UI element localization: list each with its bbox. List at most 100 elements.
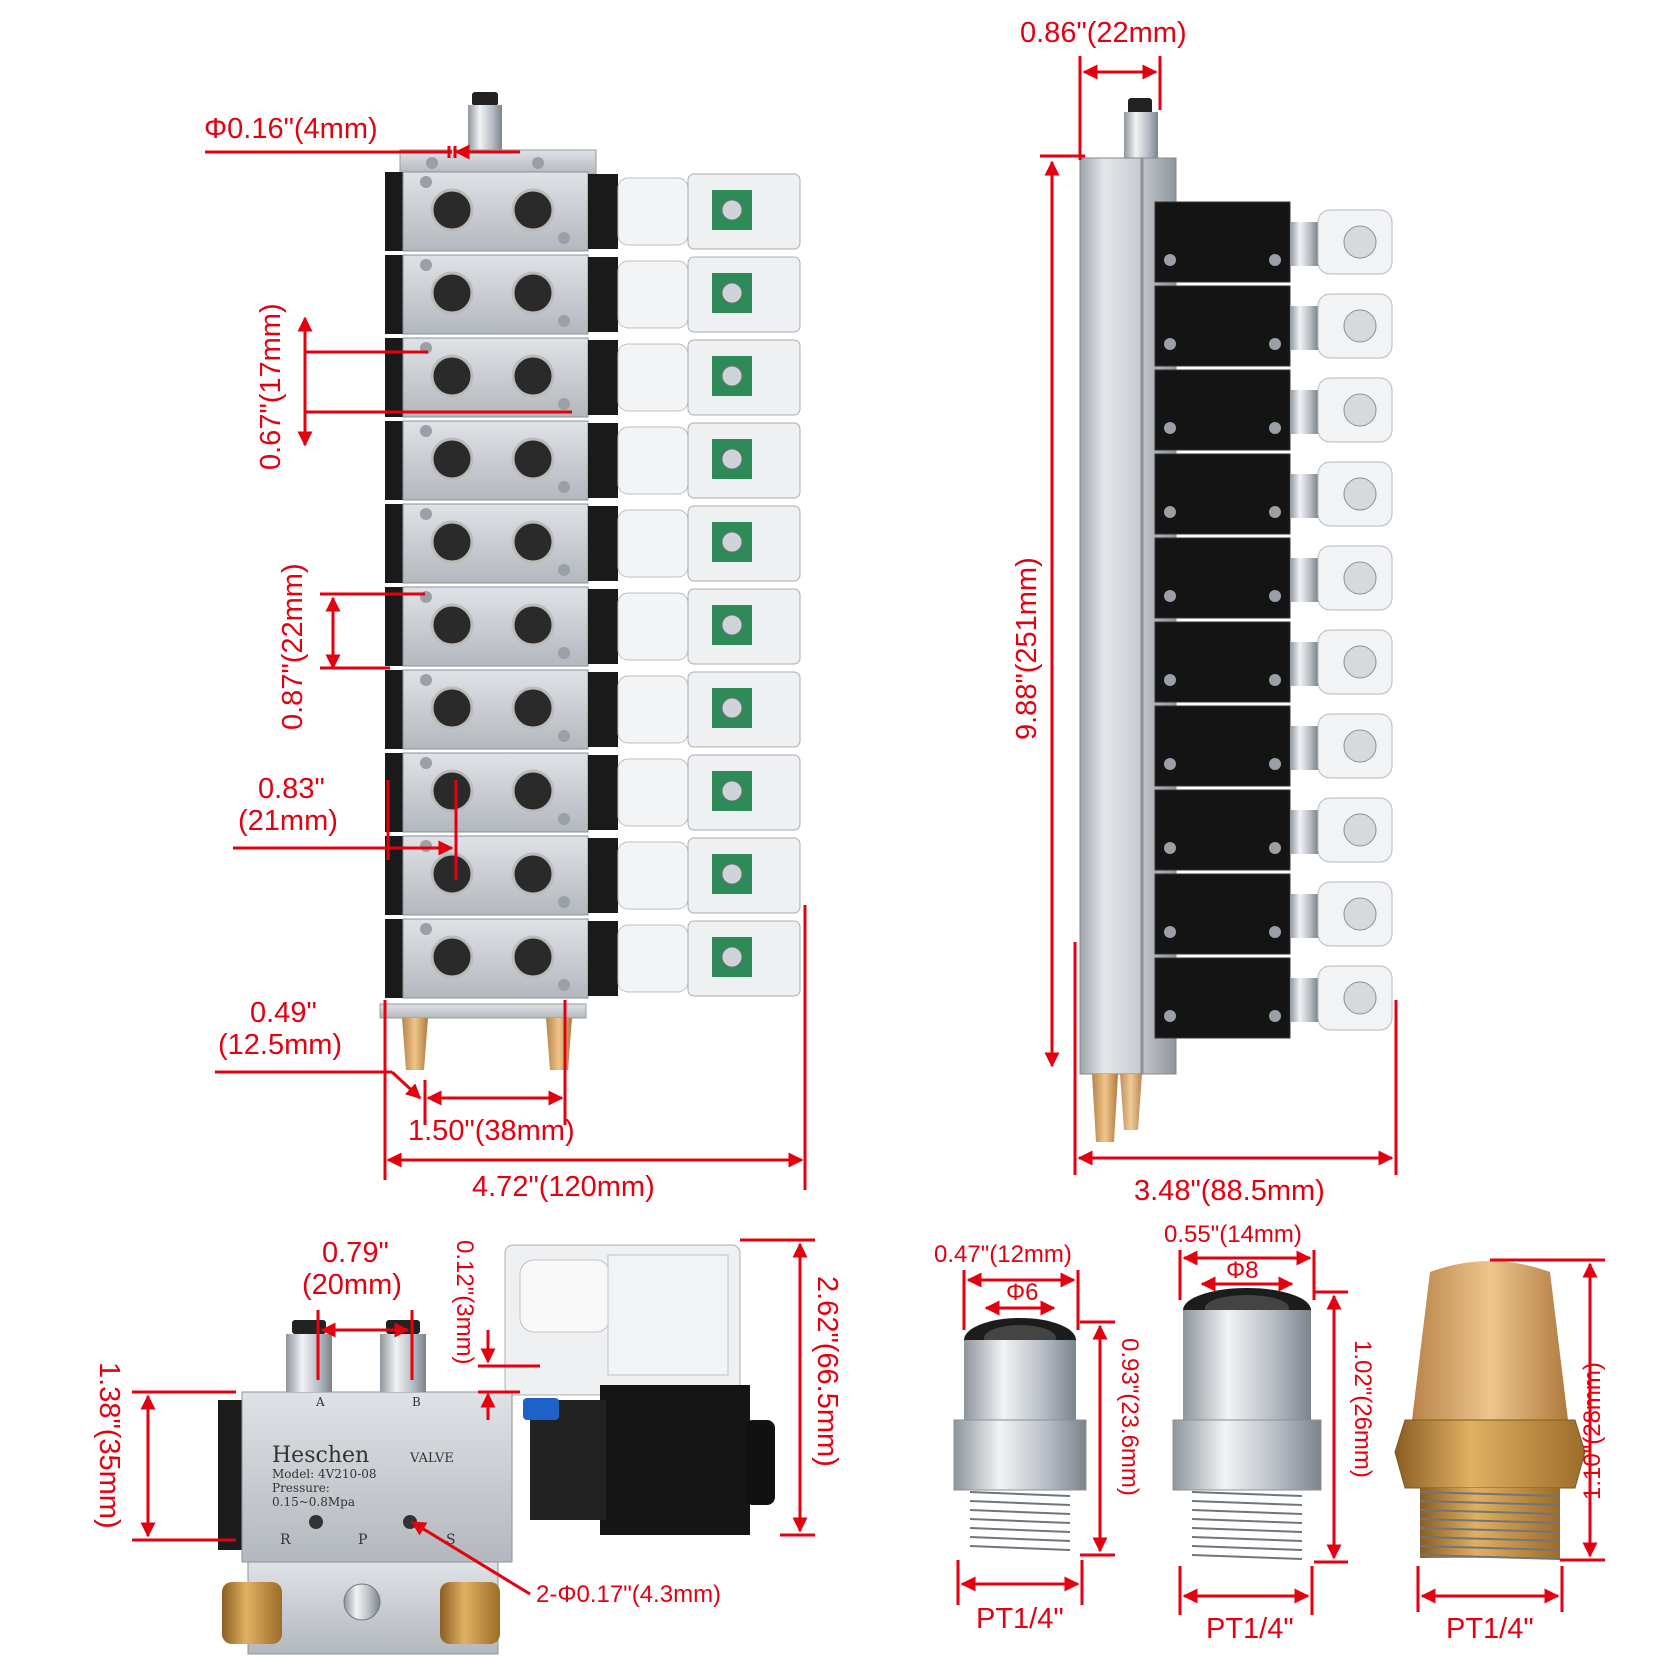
coil — [1154, 285, 1291, 367]
fitting — [1290, 474, 1318, 518]
port — [430, 354, 474, 398]
screw — [558, 398, 570, 410]
dim-muffler-thread: PT1/4" — [1446, 1613, 1534, 1645]
muffler: 1.10"(28mm) PT1/4" — [1394, 1258, 1606, 1645]
dim-valve-height: 0.87"(22mm) — [277, 563, 309, 730]
port — [430, 852, 474, 896]
connector — [617, 592, 689, 661]
fitting — [1290, 894, 1318, 938]
side-valve-stack — [1154, 201, 1393, 1039]
port — [511, 271, 555, 315]
thread — [1419, 1491, 1561, 1560]
screw — [721, 531, 743, 553]
screw — [1343, 645, 1377, 679]
thread-line — [969, 1491, 1071, 1497]
coil — [1154, 789, 1291, 871]
screw — [420, 425, 432, 437]
dim-mount-holes: 2-Φ0.17"(4.3mm) — [536, 1581, 721, 1608]
side-valve — [1154, 705, 1393, 787]
thread — [1191, 1491, 1303, 1560]
screw — [1343, 393, 1377, 427]
side-valve — [1154, 285, 1393, 367]
fitting — [1290, 390, 1318, 434]
screw — [558, 730, 570, 742]
single-valve-dimensions: 0.79" (20mm) 0.12"(3mm) 1.38"(35mm) 2.62… — [93, 1237, 843, 1608]
connector — [617, 343, 689, 412]
dim-length: 9.88"(251mm) — [1011, 557, 1043, 740]
dim-total-height: 2.62"(66.5mm) — [811, 1276, 843, 1467]
dim-rail-width: 0.86"(22mm) — [1020, 17, 1187, 49]
thread-line — [969, 1500, 1071, 1506]
thread-line — [1419, 1518, 1561, 1524]
front-valve — [385, 586, 801, 667]
front-valve — [385, 171, 801, 252]
screw — [1164, 674, 1176, 686]
screw — [1343, 981, 1377, 1015]
connector — [617, 260, 689, 329]
screw — [558, 232, 570, 244]
front-valve-stack — [385, 171, 801, 999]
screw — [721, 282, 743, 304]
screw — [721, 365, 743, 387]
thread-line — [1419, 1491, 1561, 1497]
coil — [1154, 705, 1291, 787]
port — [511, 686, 555, 730]
screw — [721, 946, 743, 968]
coil — [1154, 621, 1291, 703]
thread-line — [969, 1518, 1071, 1524]
screw — [558, 979, 570, 991]
screw — [558, 896, 570, 908]
screw — [1343, 225, 1377, 259]
coil — [1154, 369, 1291, 451]
dim-overall-width: 4.72"(120mm) — [472, 1171, 655, 1203]
port — [430, 769, 474, 813]
port — [511, 188, 555, 232]
port — [430, 935, 474, 979]
thread-line — [1419, 1554, 1561, 1560]
thread-line — [969, 1536, 1071, 1542]
thread-line — [1191, 1545, 1303, 1551]
mount-hole — [309, 1515, 323, 1529]
fitting-8mm: 0.55"(14mm) Φ8 1.02"(26mm) PT1/4" — [1164, 1221, 1376, 1645]
connector — [617, 924, 689, 993]
screw — [558, 647, 570, 659]
side-valve — [1154, 201, 1393, 283]
screw — [1343, 729, 1377, 763]
dim-fitting8-height: 1.02"(26mm) — [1349, 1340, 1376, 1478]
dim-fitting6-width: 0.47"(12mm) — [934, 1241, 1072, 1268]
port — [511, 935, 555, 979]
valve-body — [402, 254, 589, 335]
nameplate-port-r: R — [280, 1532, 291, 1548]
nameplate-type: VALVE — [409, 1451, 454, 1466]
side-valve — [1154, 537, 1393, 619]
dim-muffler-height: 1.10"(28mm) — [1579, 1362, 1606, 1500]
side-valve — [1154, 621, 1393, 703]
screw — [1164, 842, 1176, 854]
connector — [617, 426, 689, 495]
screw — [420, 508, 432, 520]
connector — [617, 841, 689, 910]
fitting-6mm: 0.47"(12mm) Φ6 0.93"(23.6mm) PT1/4" — [934, 1241, 1143, 1635]
screw — [420, 840, 432, 852]
thread-line — [1191, 1491, 1303, 1497]
screw — [1343, 813, 1377, 847]
screw — [1343, 477, 1377, 511]
thread-line — [1419, 1545, 1561, 1551]
dim-fitting8-tube: Φ8 — [1226, 1257, 1259, 1284]
dim-port-spacing-b: (20mm) — [302, 1269, 402, 1301]
screw — [1269, 674, 1281, 686]
port — [511, 603, 555, 647]
dim-fitting6-tube: Φ6 — [1006, 1279, 1039, 1306]
screw — [1269, 842, 1281, 854]
single-valve: Heschen VALVE Model: 4V210-08 Pressure: … — [218, 1244, 775, 1655]
thread-line — [1419, 1527, 1561, 1533]
side-valve — [1154, 453, 1393, 535]
front-valve — [385, 752, 801, 833]
screw — [721, 863, 743, 885]
screw — [558, 481, 570, 493]
port — [511, 437, 555, 481]
screw — [1164, 254, 1176, 266]
front-valve — [385, 337, 801, 418]
thread-line — [1191, 1527, 1303, 1533]
